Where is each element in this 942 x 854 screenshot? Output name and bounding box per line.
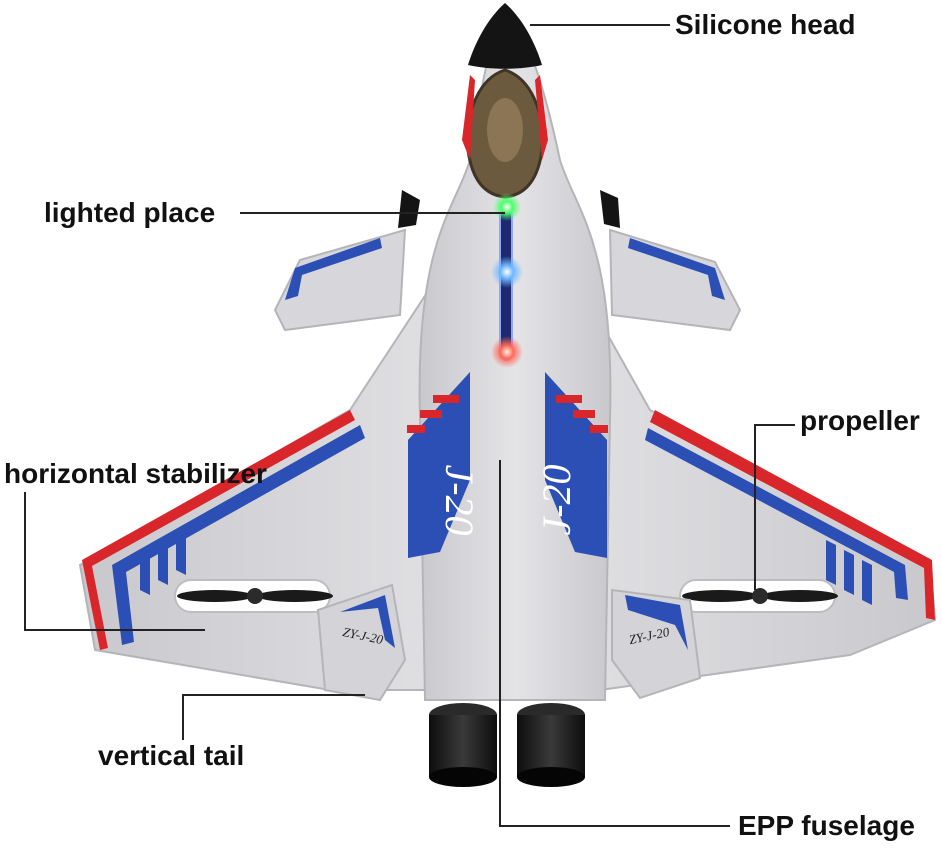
left-intake	[398, 190, 420, 228]
left-wing-blue-stripe	[112, 425, 365, 645]
left-canard	[273, 228, 407, 332]
nose-stripe-right	[535, 75, 548, 160]
right-wing-red-stripe	[650, 410, 935, 620]
right-propeller	[679, 579, 838, 613]
right-model-bars	[556, 395, 608, 433]
left-engine-nozzle	[429, 703, 497, 787]
right-intake	[600, 190, 620, 228]
right-canard-stripe	[628, 238, 725, 300]
label-vertical-tail: vertical tail	[98, 740, 245, 771]
left-model-panel	[408, 372, 470, 558]
leader-propeller	[754, 424, 795, 590]
right-canard	[608, 228, 742, 332]
left-model-bars	[407, 395, 459, 433]
label-silicone-head: Silicone head	[675, 9, 856, 40]
led-green-glow	[493, 193, 521, 221]
silicone-nose-cone	[468, 3, 542, 69]
label-propeller: propeller	[800, 405, 920, 436]
label-horizontal-stabilizer: horizontal stabilizer	[4, 458, 267, 489]
right-wing-chevrons	[826, 540, 872, 605]
label-epp-fuselage: EPP fuselage	[738, 810, 915, 841]
left-model-text: J-20	[437, 464, 482, 535]
right-wing-blue-stripe	[645, 428, 908, 600]
leader-horizontal-stabilizer	[24, 492, 205, 631]
right-model-panel	[545, 372, 607, 558]
nose-stripe-left	[462, 75, 475, 160]
pilot-figure	[487, 98, 523, 162]
leader-epp-fuselage	[499, 460, 730, 827]
leader-vertical-tail	[182, 694, 365, 740]
led-red-glow	[491, 336, 523, 368]
left-wing-chevrons	[140, 535, 186, 595]
label-lighted-place: lighted place	[44, 197, 216, 228]
right-engine-nozzle	[517, 703, 585, 787]
right-model-text: J-20	[534, 464, 579, 535]
left-canard-stripe	[285, 238, 382, 300]
leader-lines	[24, 24, 795, 827]
left-tail-stripe	[340, 595, 395, 648]
right-tail-stripe	[625, 595, 688, 650]
left-wing-red-stripe	[82, 410, 355, 650]
led-blue-glow	[491, 256, 523, 288]
left-propeller	[174, 579, 333, 613]
